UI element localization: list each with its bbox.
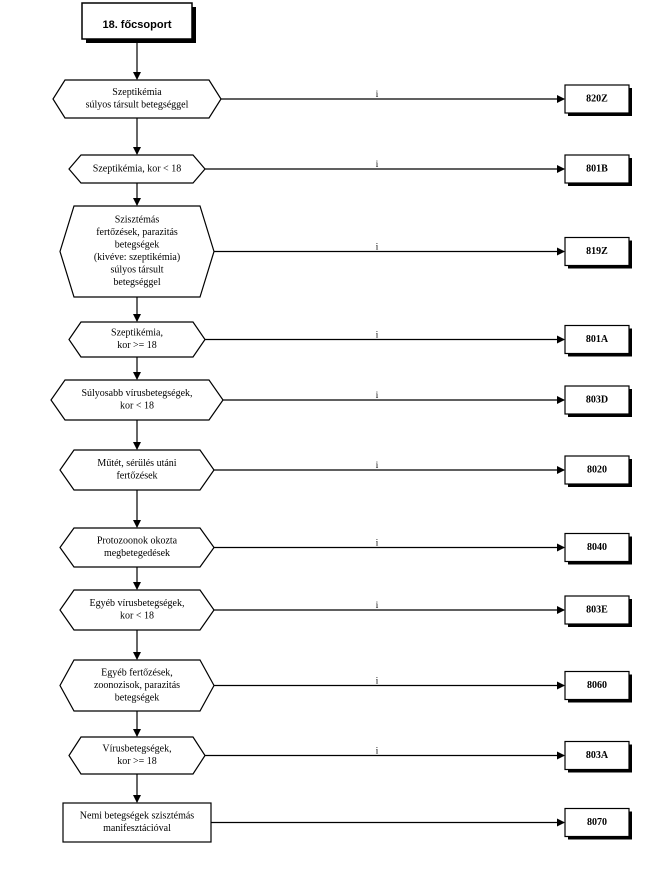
yes-label: i	[376, 538, 379, 548]
node-label-line: kor < 18	[120, 401, 154, 412]
yes-label: i	[376, 746, 379, 756]
yes-label: i	[376, 676, 379, 686]
node-label-line: megbetegedések	[104, 548, 170, 559]
node-label-line: Szeptikémia, kor < 18	[93, 163, 181, 174]
node-label-line: kor >= 18	[117, 340, 157, 351]
yes-label: i	[376, 89, 379, 99]
result-code: 8040	[587, 542, 607, 553]
node-label-line: Szisztémás	[115, 215, 160, 226]
result-code-box: 803E	[564, 595, 632, 627]
decision-shape	[68, 736, 206, 775]
yes-label: i	[376, 600, 379, 610]
result-code: 8020	[587, 464, 607, 475]
node-label-line: súlyos társult	[110, 265, 163, 276]
start-box: 18. főcsoport	[81, 2, 196, 43]
node-label-line: kor >= 18	[117, 756, 157, 767]
result-code-box: 8060	[564, 670, 632, 703]
yes-label: i	[376, 330, 379, 340]
decision-shape	[52, 79, 222, 119]
result-code-box: 8020	[564, 455, 632, 487]
node-label-line: Vírusbetegségek,	[102, 744, 171, 755]
node-label-line: (kivéve: szeptikémia)	[94, 252, 180, 263]
result-code: 803D	[586, 394, 608, 405]
result-code-box: 803A	[564, 740, 632, 773]
decision-shape	[68, 154, 206, 184]
yes-label: i	[376, 159, 379, 169]
result-code-box: 803D	[564, 385, 632, 417]
decision-shape	[68, 321, 206, 358]
yes-label: i	[376, 242, 379, 252]
node-label-line: betegségek	[115, 692, 159, 703]
decision-shape	[50, 379, 224, 421]
result-code: 801A	[586, 334, 609, 345]
decision-node: Egyéb vírusbetegségek, kor < 18	[59, 589, 215, 631]
result-code-box: 8040	[564, 532, 632, 565]
result-code: 803E	[586, 604, 608, 615]
node-label-line: Súlyosabb vírusbetegségek,	[81, 388, 192, 399]
node-label-line: Szeptikémia,	[111, 328, 163, 339]
decision-node: Szeptikémia, kor < 18	[68, 154, 206, 184]
decision-node: Műtét, sérülés utáni fertőzések	[59, 449, 215, 491]
node-label-line: Protozoonok okozta	[97, 536, 178, 547]
node-label-line: Egyéb fertőzések,	[101, 667, 173, 678]
decision-shape	[59, 527, 215, 568]
result-code-box: 801A	[564, 324, 632, 357]
decision-shape	[59, 589, 215, 631]
decision-node: Nemi betegségek szisztémásmanifesztációv…	[62, 802, 212, 843]
result-code-box: 801B	[564, 154, 632, 186]
result-code: 803A	[586, 750, 609, 761]
decision-node: Szeptikémia súlyos társult betegséggel	[52, 79, 222, 119]
result-code: 801B	[586, 163, 608, 174]
result-code: 8070	[587, 817, 607, 828]
decision-shape	[59, 449, 215, 491]
result-code-box: 819Z	[564, 236, 632, 269]
decision-node: Vírusbetegségek,kor >= 18	[68, 736, 206, 775]
node-label-line: fertőzések, parazitás	[96, 227, 178, 238]
decision-shape	[59, 205, 215, 298]
result-code-box: 8070	[564, 807, 632, 840]
decision-node: Súlyosabb vírusbetegségek, kor < 18	[50, 379, 224, 421]
node-label-line: Műtét, sérülés utáni	[97, 458, 176, 469]
decision-shape	[59, 659, 215, 712]
node-label-line: manifesztációval	[103, 823, 171, 834]
process-shape	[62, 802, 212, 843]
result-code-box: 820Z	[564, 84, 632, 116]
node-label-line: Egyéb vírusbetegségek,	[90, 598, 185, 609]
result-code: 819Z	[586, 246, 608, 257]
node-label-line: Nemi betegségek szisztémás	[80, 811, 195, 822]
node-label-line: betegségek	[115, 240, 159, 251]
yes-label: i	[376, 390, 379, 400]
node-label-line: kor < 18	[120, 611, 154, 622]
node-label-line: betegséggel	[113, 277, 160, 288]
node-label-line: fertőzések	[116, 471, 157, 482]
node-label-line: Szeptikémia	[112, 87, 162, 98]
node-label-line: súlyos társult betegséggel	[86, 100, 189, 111]
decision-node: Egyéb fertőzések, zoonozisok, parazitásbe…	[59, 659, 215, 712]
yes-label: i	[376, 460, 379, 470]
result-code: 820Z	[586, 93, 608, 104]
decision-node: Szeptikémia,kor >= 18	[68, 321, 206, 358]
node-label-line: zoonozisok, parazitás	[94, 680, 180, 691]
result-code: 8060	[587, 680, 607, 691]
start-box-title: 18. főcsoport	[102, 19, 171, 31]
